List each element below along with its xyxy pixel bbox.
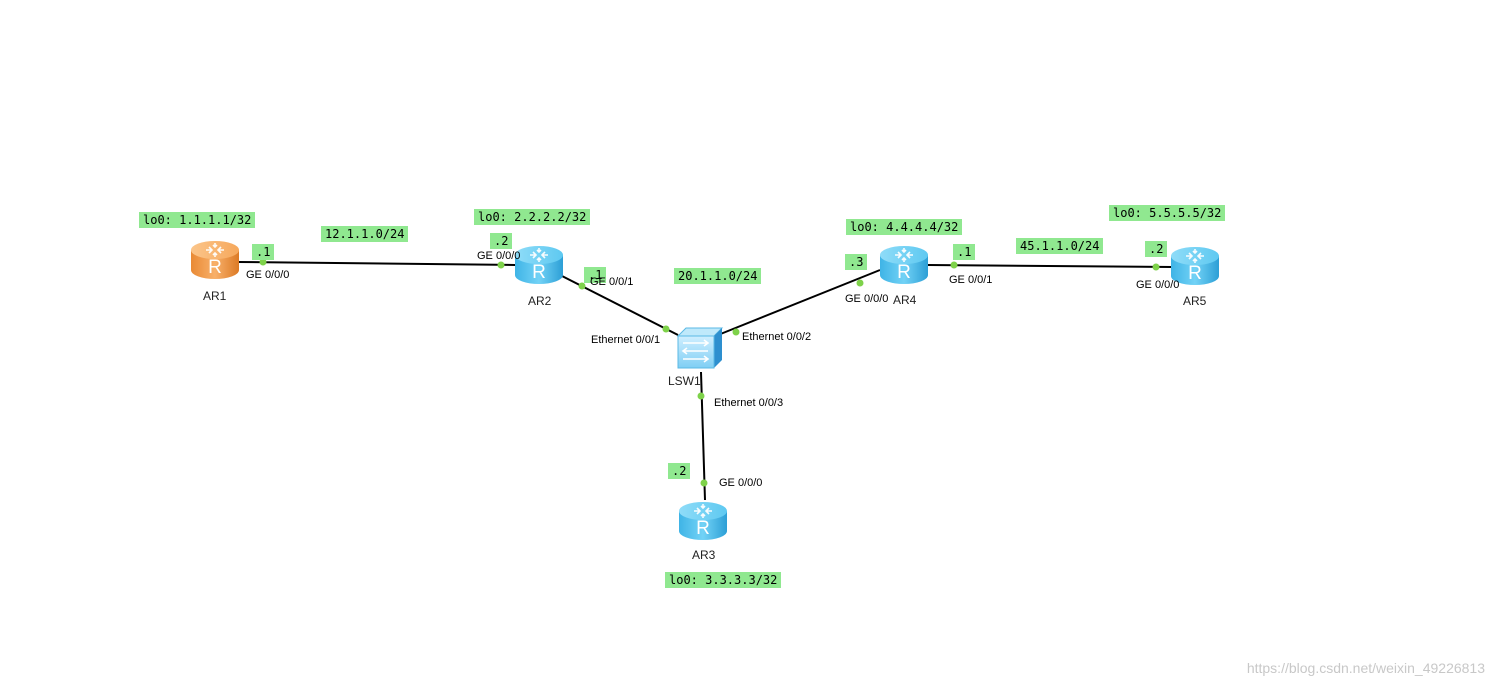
port-dots (259, 258, 1160, 487)
interface-label-lsw1-eth001: Ethernet 0/0/1 (591, 334, 661, 346)
interface-label-ar5-ge000: GE 0/0/0 (1136, 279, 1180, 291)
loopback-tag-ar2: lo0: 2.2.2.2/32 (474, 209, 591, 225)
switch-icon-lsw1[interactable] (676, 327, 724, 369)
interface-label-ar4-ge000: GE 0/0/0 (845, 293, 889, 305)
subnet-tag-ar1-ar2: 12.1.1.0/24 (321, 226, 409, 242)
router-icon-ar1[interactable] (190, 240, 240, 280)
port-dot-lsw1-eth001[interactable] (662, 325, 670, 333)
subnet-tag-ar4-ar5: 45.1.1.0/24 (1016, 238, 1104, 254)
interface-label-lsw1-eth003: Ethernet 0/0/3 (714, 397, 784, 409)
device-name-ar3: AR3 (692, 548, 716, 562)
port-dot-ar3-ge000[interactable] (700, 479, 708, 487)
watermark: https://blog.csdn.net/weixin_49226813 (1246, 660, 1485, 676)
host-id-tag-ar5: .2 (1145, 241, 1168, 257)
router-icon-ar3[interactable] (678, 501, 728, 541)
host-id-tag-ar4-left: .3 (845, 254, 868, 270)
interface-label-ar3-ge000: GE 0/0/0 (719, 477, 763, 489)
subnet-tag-lan: 20.1.1.0/24 (674, 268, 762, 284)
device-name-ar1: AR1 (203, 289, 227, 303)
port-dot-ar2-ge000[interactable] (497, 261, 505, 269)
router-icon-ar2[interactable] (514, 245, 564, 285)
interface-label-ar1-ge000: GE 0/0/0 (246, 269, 290, 281)
device-name-ar5: AR5 (1183, 294, 1207, 308)
link-ar4-ar5[interactable] (927, 264, 1173, 268)
device-name-ar2: AR2 (528, 294, 552, 308)
interface-label-ar2-ge001: GE 0/0/1 (590, 276, 634, 288)
device-name-ar4: AR4 (893, 293, 917, 307)
device-name-lsw1: LSW1 (668, 374, 701, 388)
port-dot-lsw1-eth003[interactable] (697, 392, 705, 400)
loopback-tag-ar1: lo0: 1.1.1.1/32 (139, 212, 256, 228)
links (237, 261, 1173, 501)
host-id-tag-ar3: .2 (668, 463, 691, 479)
port-dot-ar4-ge000[interactable] (856, 279, 864, 287)
loopback-tag-ar3: lo0: 3.3.3.3/32 (665, 572, 782, 588)
interface-label-ar2-ge000: GE 0/0/0 (477, 250, 521, 262)
host-id-tag-ar2-left: .2 (490, 233, 513, 249)
port-dot-ar2-ge001[interactable] (578, 282, 586, 290)
loopback-tag-ar4: lo0: 4.4.4.4/32 (846, 219, 963, 235)
link-lsw1-ar4[interactable] (717, 269, 881, 336)
router-icon-ar4[interactable] (879, 245, 929, 285)
host-id-tag-ar4-right: .1 (953, 244, 976, 260)
port-dot-ar1-ge000[interactable] (259, 258, 267, 266)
link-ar1-ar2[interactable] (237, 261, 516, 266)
port-dot-ar5-ge000[interactable] (1152, 263, 1160, 271)
port-dot-ar4-ge001[interactable] (950, 261, 958, 269)
host-id-tag-ar1: .1 (252, 244, 275, 260)
loopback-tag-ar5: lo0: 5.5.5.5/32 (1109, 205, 1226, 221)
interface-label-ar4-ge001: GE 0/0/1 (949, 274, 993, 286)
port-dot-lsw1-eth002[interactable] (732, 328, 740, 336)
host-id-tag-ar2-right: .1 (584, 267, 607, 283)
interface-label-lsw1-eth002: Ethernet 0/0/2 (742, 331, 812, 343)
